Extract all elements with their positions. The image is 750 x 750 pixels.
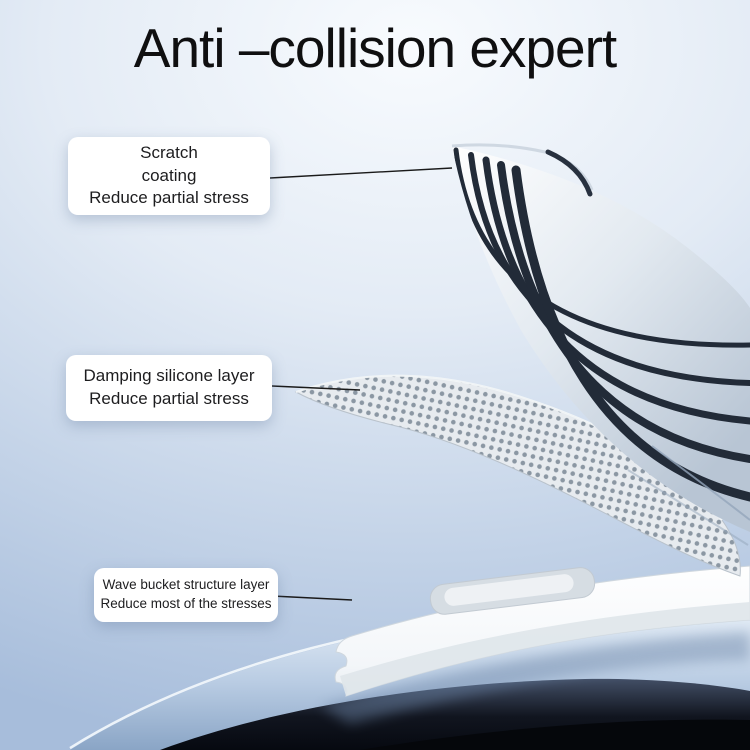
callout-line-silicone xyxy=(271,385,361,391)
scratch-coating-layer xyxy=(451,143,750,546)
page-title: Anti –collision expert xyxy=(133,17,617,79)
callout-text: coating xyxy=(141,165,197,185)
callout-scratch-coating: Scratch coating Reduce partial stress xyxy=(68,137,270,215)
callout-line-scratch xyxy=(269,167,453,179)
callout-text: Reduce partial stress xyxy=(89,389,249,408)
callout-line-wave xyxy=(271,595,353,601)
callout-lines xyxy=(269,167,453,601)
callout-text: Reduce partial stress xyxy=(89,188,249,208)
callout-text: Scratch xyxy=(140,143,198,163)
callout-wave-bucket: Wave bucket structure layer Reduce most … xyxy=(94,568,278,622)
callout-damping-silicone: Damping silicone layer Reduce partial st… xyxy=(66,355,272,421)
phone-body xyxy=(160,678,750,750)
wave-structure-layer xyxy=(334,565,750,697)
callout-text: Damping silicone layer xyxy=(83,366,255,386)
callout-text: Reduce most of the stresses xyxy=(100,596,272,611)
slab-shadow xyxy=(320,632,750,724)
callout-text: Wave bucket structure layer xyxy=(102,577,270,593)
